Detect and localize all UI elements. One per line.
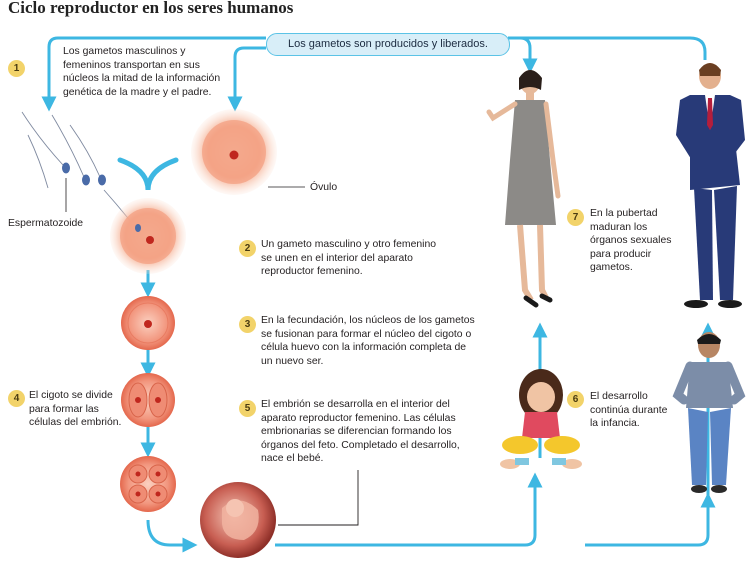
step-5-text: El embrión se desarrolla en el interior …: [261, 399, 460, 465]
step-2-text: Un gameto masculino y otro femenino se u…: [261, 239, 436, 278]
step-6-badge: 6: [567, 391, 584, 408]
step-6-text: El desarrollo continúa durante la infanc…: [590, 391, 668, 430]
sperm-heads: [62, 162, 106, 186]
ovulo-label: Óvulo: [310, 182, 338, 193]
ovulo-cell: [191, 109, 277, 195]
man-figure: [676, 63, 745, 308]
step-7-text: En la pubertad maduran los órganos sexua…: [590, 208, 672, 274]
zygote-cell: [121, 296, 175, 350]
girl-figure: [500, 369, 582, 469]
two-cell-embryo: [121, 373, 175, 427]
step-7-badge: 7: [567, 209, 584, 226]
gametes-banner: Los gametos son producidos y liberados.: [266, 33, 510, 56]
fetus-image: [200, 482, 276, 558]
fetus-label-line: [278, 470, 359, 526]
woman-figure: [486, 70, 561, 308]
page-title: Ciclo reproductor en los seres humanos: [8, 0, 294, 17]
espermatozoide-label: Espermatozoide: [8, 218, 84, 229]
step-1-badge: 1: [8, 60, 25, 77]
fertilization-cell: [110, 198, 186, 274]
step-2-badge: 2: [239, 240, 256, 257]
cycle-arrows: [41, 36, 716, 553]
four-cell-embryo: [120, 456, 176, 512]
step-3-text: En la fecundación, los núcleos de los ga…: [261, 315, 475, 367]
step-5-badge: 5: [239, 400, 256, 417]
step-4-text: El cigoto se divide para formar las célu…: [29, 390, 122, 429]
boy-figure: [672, 332, 746, 493]
step-3-badge: 3: [239, 316, 256, 333]
step-4-badge: 4: [8, 390, 25, 407]
sperm-cells: [21, 111, 137, 229]
joining-arrow: [117, 157, 179, 191]
step-1-text: Los gametos masculinos y femeninos trans…: [63, 46, 221, 98]
